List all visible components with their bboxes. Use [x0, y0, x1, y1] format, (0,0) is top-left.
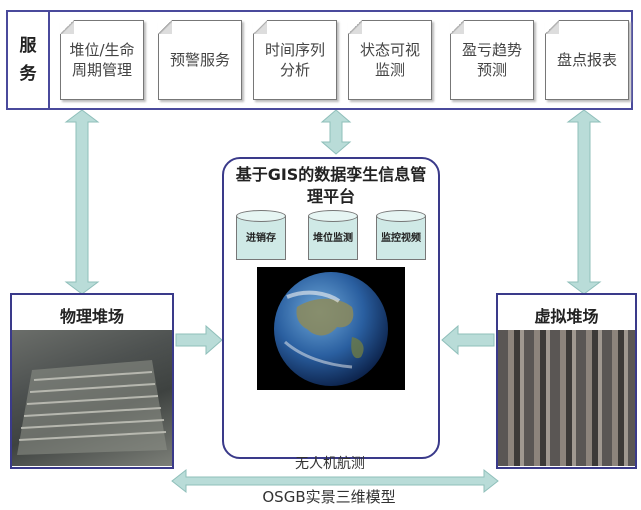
- arrow-service-platform: [320, 109, 352, 155]
- database-cylinder: 堆位监测: [308, 210, 358, 264]
- service-inventory-report: 盘点报表: [545, 20, 629, 100]
- service-label: 服 务: [8, 12, 50, 108]
- database-label: 监控视频: [376, 216, 426, 260]
- service-status-monitoring: 状态可视监测: [348, 20, 432, 100]
- database-top: [308, 210, 358, 222]
- physical-yard-title: 物理堆场: [59, 307, 124, 326]
- service-time-series: 时间序列分析: [253, 20, 337, 100]
- database-top: [376, 210, 426, 222]
- yard-aerial-image: [17, 360, 167, 455]
- platform-title: 基于GIS的数据孪生信息管理平台: [235, 165, 427, 206]
- service-label-char-2: 务: [19, 64, 37, 84]
- osgb-model-label: OSGB实景三维模型: [262, 488, 396, 506]
- dog-ear-icon: [60, 20, 74, 34]
- arrow-service-virtual: [566, 109, 602, 295]
- database-label: 进销存: [236, 216, 286, 260]
- physical-yard-photo: [12, 330, 172, 466]
- service-label-char-1: 服: [19, 36, 37, 56]
- dog-ear-icon: [348, 20, 362, 34]
- service-item-label: 盘点报表: [556, 51, 617, 69]
- service-early-warning: 预警服务: [158, 20, 242, 100]
- service-item-label: 时间序列分析: [264, 41, 325, 79]
- arrow-service-physical: [64, 109, 100, 295]
- virtual-yard-title: 虚拟堆场: [534, 307, 599, 326]
- database-cylinder: 监控视频: [376, 210, 426, 264]
- service-profit-loss-forecast: 盈亏趋势预测: [450, 20, 534, 100]
- dog-ear-icon: [545, 20, 559, 34]
- globe-icon: [274, 272, 388, 386]
- dog-ear-icon: [253, 20, 267, 34]
- virtual-yard-model: [498, 330, 635, 466]
- service-item-label: 盈亏趋势预测: [461, 41, 522, 79]
- service-item-label: 预警服务: [169, 51, 230, 69]
- earth-image: [257, 267, 405, 390]
- arrow-physical-virtual: [171, 468, 499, 494]
- dog-ear-icon: [158, 20, 172, 34]
- database-top: [236, 210, 286, 222]
- uav-survey-label: 无人机航测: [295, 456, 365, 472]
- service-bar: [6, 10, 633, 110]
- service-item-label: 状态可视监测: [359, 41, 420, 79]
- database-cylinder: 进销存: [236, 210, 286, 264]
- arrow-virtual-to-platform: [441, 324, 495, 356]
- database-label: 堆位监测: [308, 216, 358, 260]
- dog-ear-icon: [450, 20, 464, 34]
- arrow-physical-to-platform: [175, 324, 223, 356]
- service-item-label: 堆位/生命周期管理: [69, 41, 135, 79]
- service-lifecycle-management: 堆位/生命周期管理: [60, 20, 144, 100]
